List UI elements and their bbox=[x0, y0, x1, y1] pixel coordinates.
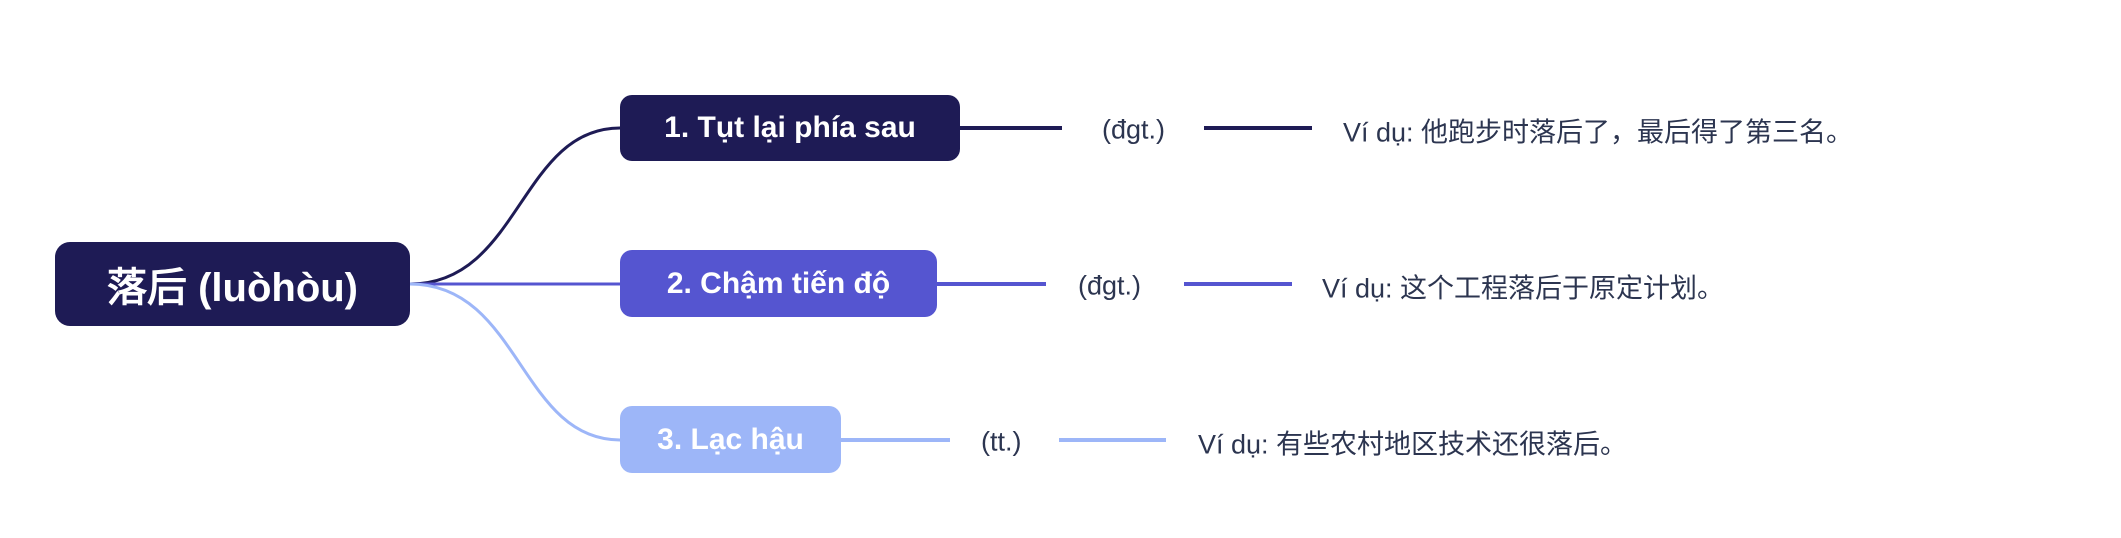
branch-1-part-of-speech: (đgt.) bbox=[1102, 114, 1166, 145]
connector-root-branch-1 bbox=[409, 126, 621, 286]
connector-root-branch-3 bbox=[409, 282, 621, 442]
branch-2-example: Ví dụ: 这个工程落后于原定计划。 bbox=[1322, 273, 1725, 304]
root-node[interactable]: 落后 (luòhòu) bbox=[55, 242, 410, 326]
branch-2-part-of-speech: (đgt.) bbox=[1078, 270, 1142, 301]
branch-node-1[interactable]: 1. Tụt lại phía sau bbox=[620, 95, 960, 161]
branch-node-2[interactable]: 2. Chậm tiến độ bbox=[620, 250, 937, 317]
branch-1-example: Ví dụ: 他跑步时落后了，最后得了第三名。 bbox=[1343, 117, 1854, 148]
branch-node-3[interactable]: 3. Lạc hậu bbox=[620, 406, 841, 473]
branch-3-example: Ví dụ: 有些农村地区技术还很落后。 bbox=[1198, 429, 1628, 460]
branch-3-part-of-speech: (tt.) bbox=[981, 426, 1022, 457]
